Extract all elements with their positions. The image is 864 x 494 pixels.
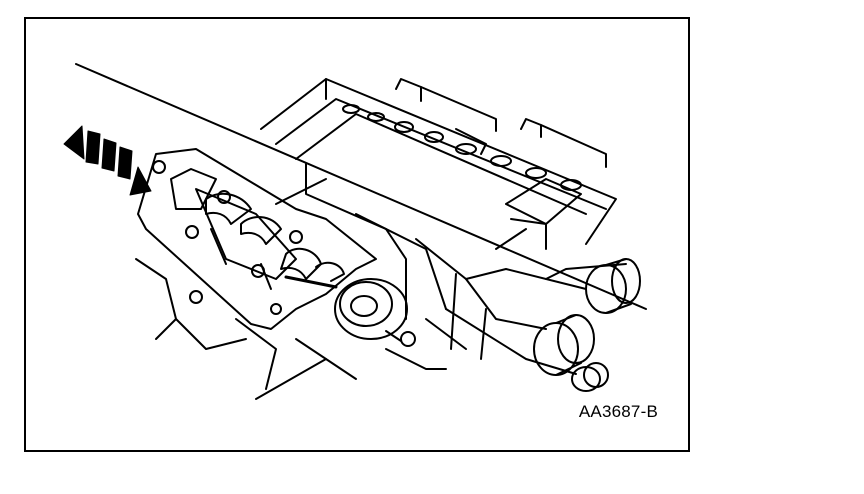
engine-block-edge: [75, 63, 647, 310]
figure-frame: AA3687-B: [24, 17, 690, 452]
dial-indicator: [284, 261, 416, 347]
cap-bolts: [152, 160, 303, 315]
crankshaft-pulley-end: [533, 258, 641, 392]
cylinder-head: [260, 78, 617, 250]
main-bearing-caps: [137, 148, 377, 330]
movement-arrow: [63, 125, 152, 196]
engine-illustration: [63, 63, 647, 400]
figure-reference-code: AA3687-B: [578, 402, 658, 421]
